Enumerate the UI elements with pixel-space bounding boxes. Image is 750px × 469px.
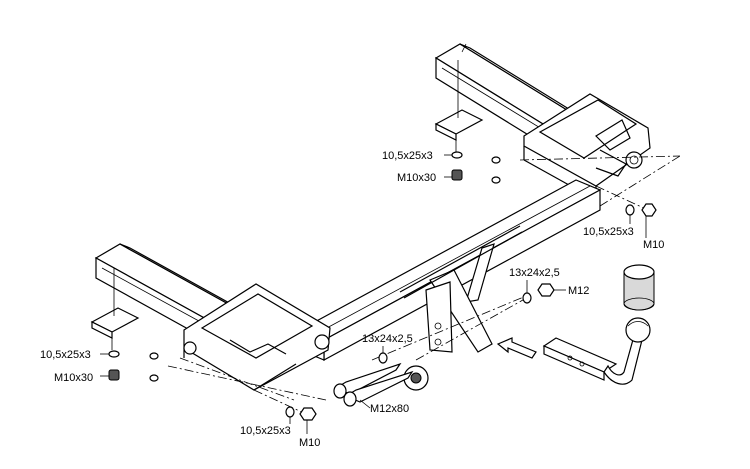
tow-ball-cap <box>623 264 655 311</box>
label-nut-bottom: M10 <box>299 437 320 449</box>
label-bolt-top: M10x30 <box>397 172 436 184</box>
hardware-right <box>625 203 657 217</box>
tow-ball <box>625 317 651 343</box>
label-washer-m12: 13x24x2,5 <box>509 267 560 279</box>
left-clamp-plate <box>90 268 140 350</box>
hardware-bottom <box>285 406 317 421</box>
label-washer-mid: 13x24x2,5 <box>362 333 413 345</box>
label-bolt-left: M10x30 <box>54 372 93 384</box>
right-clamp-plate <box>434 60 484 158</box>
hitch-mount-plate <box>399 225 523 353</box>
hardware-mid <box>378 352 388 364</box>
m12-bolts <box>333 362 414 407</box>
label-nut-m12: M12 <box>568 285 589 297</box>
label-washer-left: 10,5x25x3 <box>40 349 91 361</box>
label-washer-right: 10,5x25x3 <box>583 226 634 238</box>
label-bolt-m12: M12x80 <box>370 403 409 415</box>
label-nut-right: M10 <box>643 239 664 251</box>
right-mounting-rail <box>434 43 591 154</box>
insert-direction-arrow <box>496 337 537 359</box>
leader-lines <box>100 154 647 434</box>
hardware-m12 <box>522 283 555 304</box>
right-bracket <box>523 93 651 201</box>
hardware-left <box>108 350 159 382</box>
left-bracket <box>183 283 331 391</box>
label-washer-top: 10,5x25x3 <box>382 150 433 162</box>
tow-ball-arm <box>542 335 643 385</box>
hardware-top <box>451 151 501 184</box>
label-washer-bottom: 10,5x25x3 <box>240 425 291 437</box>
alignment-lines <box>167 155 681 415</box>
